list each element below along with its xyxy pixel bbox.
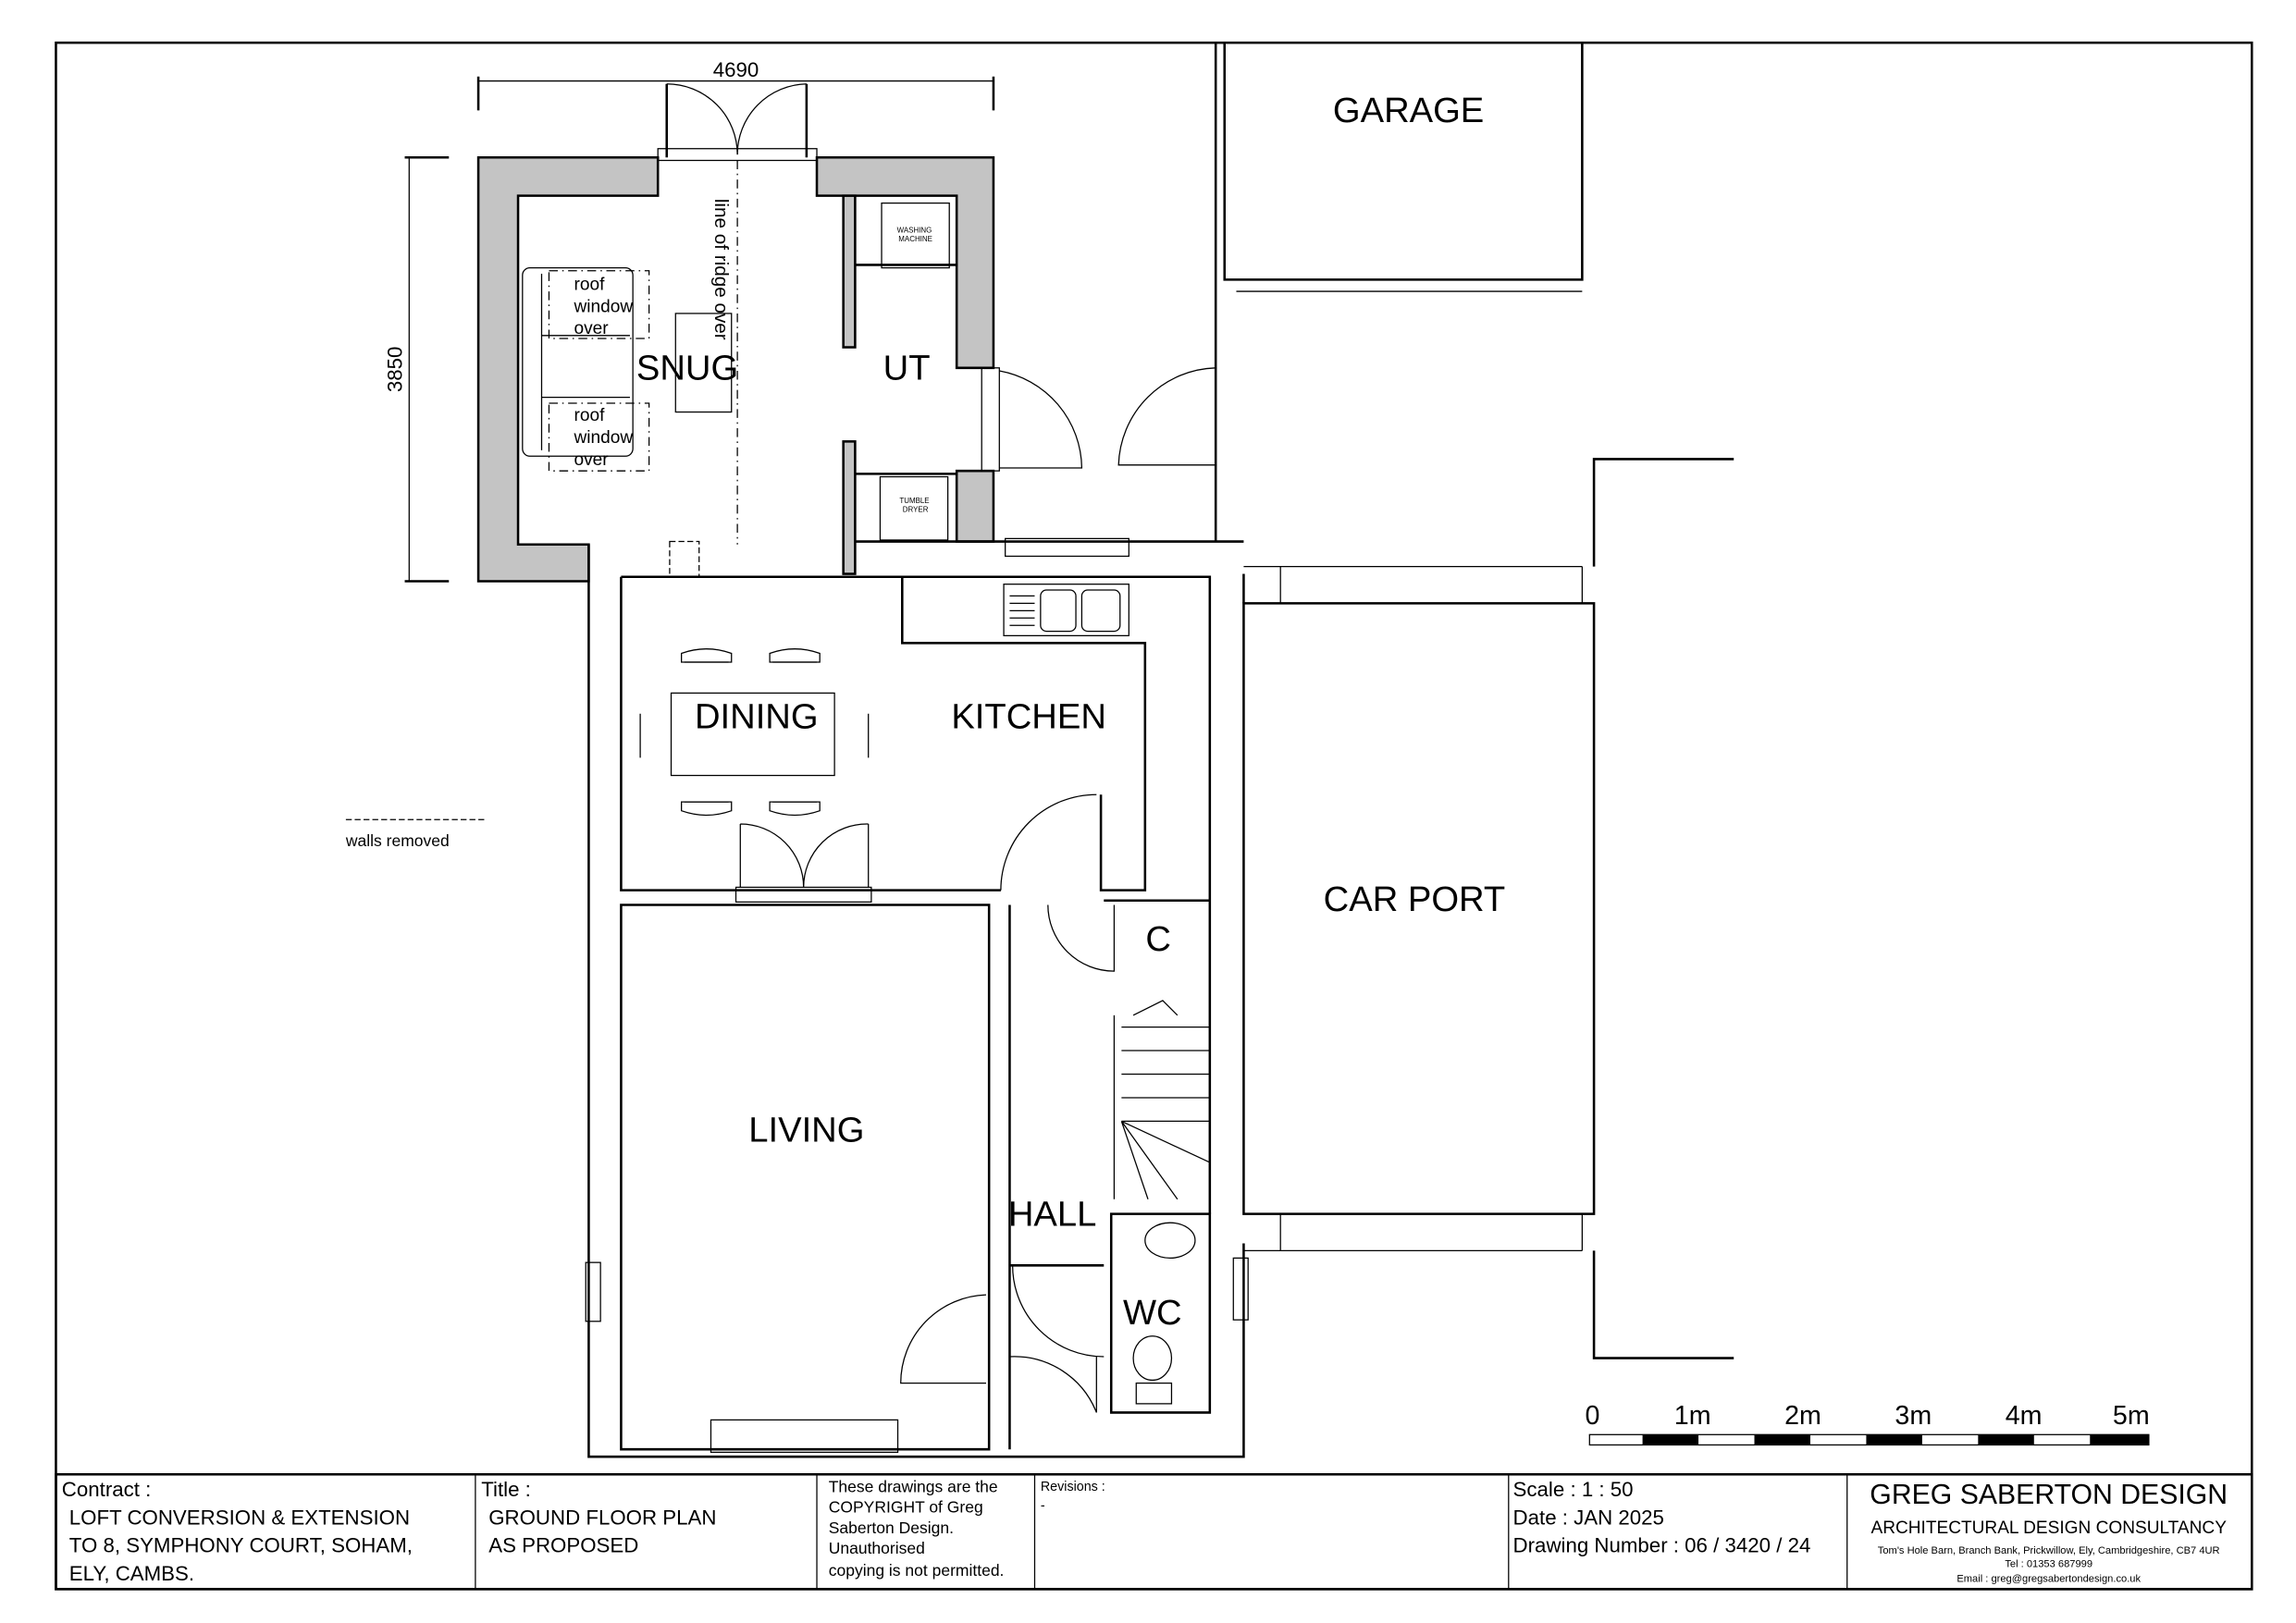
room-label-dining: DINING	[695, 697, 819, 737]
copyright-notice: These drawings are the COPYRIGHT of Greg…	[829, 1477, 1005, 1580]
company-tel: Tel : 01353 687999	[2005, 1558, 2092, 1569]
wc-basin	[1144, 1222, 1196, 1260]
room-label-garage: GARAGE	[1333, 91, 1484, 130]
company-email: Email : greg@gregsabertondesign.co.uk	[1957, 1573, 2141, 1584]
french-doors	[657, 83, 818, 162]
contract-text: LOFT CONVERSION & EXTENSION TO 8, SYMPHO…	[69, 1506, 418, 1584]
room-label-cupboard: C	[1145, 919, 1171, 959]
scale-label-0: 0	[1586, 1401, 1600, 1431]
coffee-table	[674, 313, 733, 413]
company-name: GREG SABERTON DESIGN	[1870, 1480, 2228, 1510]
scale-label-4: 4m	[2006, 1401, 2043, 1431]
sofa	[522, 266, 634, 457]
room-label-utility: UT	[883, 349, 931, 388]
revisions-value: -	[1041, 1498, 1045, 1513]
width-dimension-label: 4690	[713, 58, 759, 81]
room-label-hall: HALL	[1008, 1194, 1097, 1234]
scale-text: Scale : 1 : 50	[1513, 1478, 1634, 1501]
drawing-number: Drawing Number : 06 / 3420 / 24	[1513, 1534, 1811, 1557]
title-label: Title :	[481, 1478, 531, 1501]
roof-window-2	[548, 402, 650, 472]
depth-dimension-label: 3850	[383, 347, 406, 393]
title-block: Contract : LOFT CONVERSION & EXTENSION T…	[55, 1472, 2253, 1591]
tumble-dryer-label: TUMBLE DRYER	[899, 497, 931, 514]
dining-table	[639, 648, 870, 817]
date-text: Date : JAN 2025	[1513, 1506, 1664, 1529]
room-label-snug: SNUG	[636, 349, 738, 388]
roof-window-1	[548, 270, 650, 339]
room-label-living: LIVING	[748, 1111, 864, 1150]
scale-label-2: 2m	[1784, 1401, 1821, 1431]
walls-removed-legend-label: walls removed	[345, 831, 450, 850]
room-label-wc: WC	[1123, 1293, 1182, 1333]
scale-bar: 0 1m 2m 3m 4m 5m	[1586, 1401, 2150, 1446]
title-text: GROUND FLOOR PLAN AS PROPOSED	[488, 1506, 722, 1556]
scale-label-5: 5m	[2113, 1401, 2150, 1431]
house-walls	[587, 43, 1245, 1458]
room-label-car-port: CAR PORT	[1324, 879, 1506, 919]
company-address: Tom's Hole Barn, Branch Bank, Prickwillo…	[1878, 1545, 2220, 1556]
scale-label-3: 3m	[1895, 1401, 1932, 1431]
width-dimension: 4690	[476, 58, 995, 111]
tumble-dryer	[879, 475, 949, 541]
room-label-kitchen: KITCHEN	[951, 697, 1106, 737]
kitchen-sink	[1003, 584, 1129, 637]
depth-dimension: 3850	[383, 156, 450, 583]
washing-machine	[881, 202, 950, 269]
revisions-label: Revisions :	[1041, 1480, 1105, 1494]
washing-machine-label: WASHING MACHINE	[897, 226, 934, 243]
company-tagline: ARCHITECTURAL DESIGN CONSULTANCY	[1870, 1518, 2227, 1538]
staircase	[1113, 927, 1211, 1200]
ridge-line-label: line of ridge over	[710, 199, 732, 340]
roof-window-2-label: roof window over	[574, 406, 638, 470]
contract-label: Contract :	[62, 1478, 152, 1501]
scale-label-1: 1m	[1674, 1401, 1711, 1431]
wc-toilet	[1132, 1335, 1173, 1382]
roof-window-1-label: roof window over	[574, 275, 638, 338]
sheet-border	[55, 41, 2253, 1591]
